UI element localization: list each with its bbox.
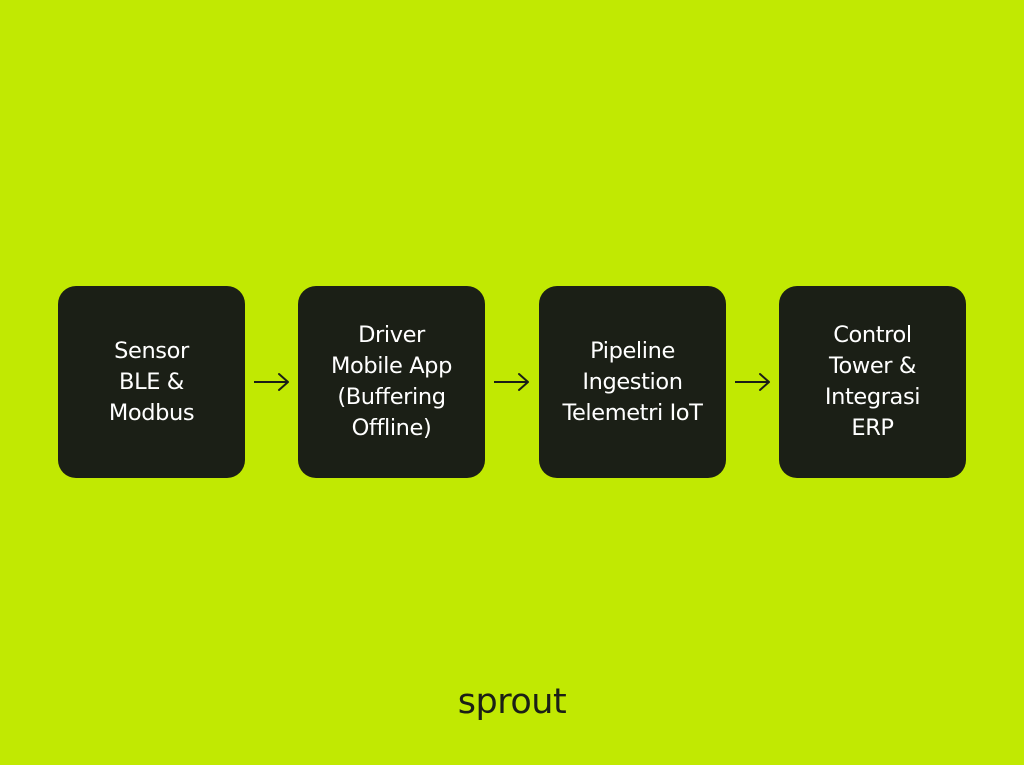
flow-node-control-tower: Control Tower & Integrasi ERP (779, 286, 966, 478)
flow-node-label: Driver Mobile App (Buffering Offline) (331, 322, 452, 441)
flow-node-label: Control Tower & Integrasi ERP (824, 322, 921, 441)
right-arrow-icon (735, 373, 770, 391)
flow-node-pipeline: Pipeline Ingestion Telemetri IoT (539, 286, 726, 478)
flow-node-driver-app: Driver Mobile App (Buffering Offline) (298, 286, 485, 478)
right-arrow-icon (254, 373, 289, 391)
flow-node-sensor: Sensor BLE & Modbus (58, 286, 245, 478)
brand-logo-text: sprout (457, 682, 567, 722)
right-arrow-icon (494, 373, 529, 391)
flow-node-label: Pipeline Ingestion Telemetri IoT (562, 337, 703, 426)
flow-node-label: Sensor BLE & Modbus (108, 337, 195, 426)
